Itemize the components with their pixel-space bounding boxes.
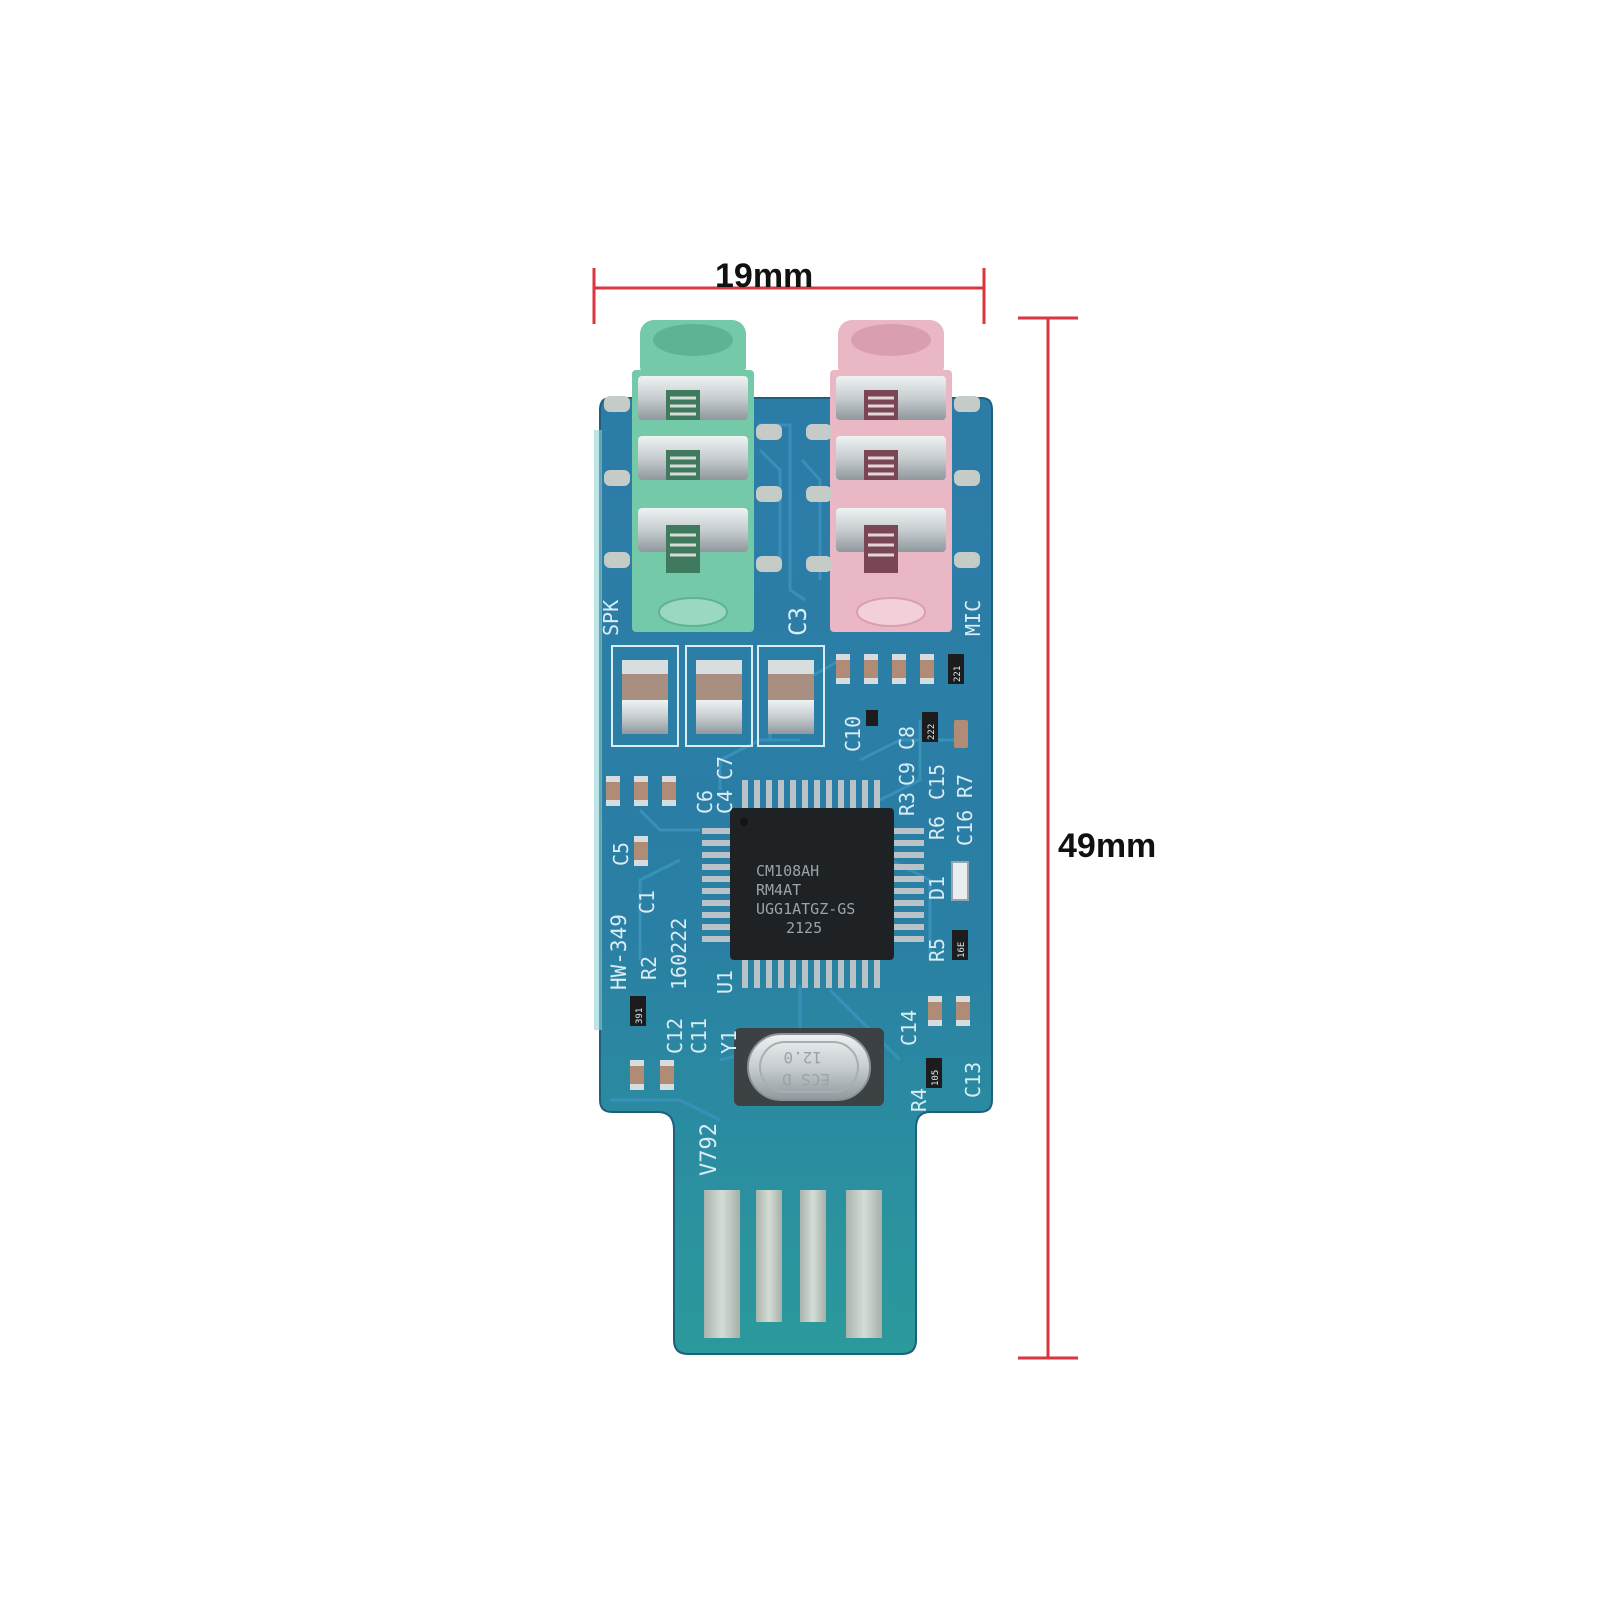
silkscreen-labels: C10 C8 C9 C15 R7 C7 C4 C6 R3 R6 C16 C5 C… bbox=[607, 716, 985, 1176]
width-dimension-label: 19mm bbox=[715, 257, 814, 295]
label-c9: C9 bbox=[895, 762, 919, 786]
width-dimension-line bbox=[592, 268, 986, 324]
label-date: 160222 bbox=[667, 918, 691, 990]
label-c1: C1 bbox=[635, 890, 659, 914]
label-r3: R3 bbox=[895, 792, 919, 816]
resistor-codes: 221 222 16E 391 105 bbox=[635, 666, 967, 1086]
label-c12: C12 bbox=[663, 1018, 687, 1054]
height-dimension-line bbox=[1018, 316, 1078, 1360]
resistor-code-221: 221 bbox=[953, 666, 963, 682]
chip-line-3: UGG1ATGZ-GS bbox=[756, 900, 855, 918]
speaker-jack bbox=[604, 320, 782, 632]
mic-jack bbox=[806, 320, 980, 632]
label-d1: D1 bbox=[925, 876, 949, 900]
label-v792: V792 bbox=[697, 1123, 722, 1176]
chip-line-2: RM4AT bbox=[756, 881, 801, 899]
resistor-code-391: 391 bbox=[635, 1008, 645, 1024]
label-c13: C13 bbox=[961, 1062, 985, 1098]
label-c16: C16 bbox=[953, 810, 977, 846]
crystal-oscillator: 12.0 ECS D bbox=[734, 1028, 884, 1106]
label-c3: C3 bbox=[784, 607, 812, 636]
usb-connector-pads bbox=[704, 1190, 882, 1338]
label-spk: SPK bbox=[599, 600, 623, 636]
small-components bbox=[606, 654, 970, 1090]
label-c15: C15 bbox=[925, 764, 949, 800]
large-capacitors bbox=[611, 645, 825, 747]
chip-line-1: CM108AH bbox=[756, 862, 819, 880]
label-r7: R7 bbox=[953, 774, 977, 798]
label-y1: Y1 bbox=[717, 1030, 741, 1054]
resistor-code-16e: 16E bbox=[957, 942, 967, 958]
height-dimension-label: 49mm bbox=[1058, 827, 1157, 865]
label-c10: C10 bbox=[841, 716, 865, 752]
label-c7: C7 bbox=[713, 756, 737, 780]
resistor-code-105: 105 bbox=[931, 1070, 941, 1086]
label-c4: C4 bbox=[713, 790, 737, 814]
label-mic: MIC bbox=[961, 600, 985, 636]
label-r5: R5 bbox=[925, 938, 949, 962]
cm108ah-chip: CM108AH RM4AT UGG1ATGZ-GS 2125 bbox=[702, 780, 924, 988]
resistor-code-222: 222 bbox=[927, 724, 937, 740]
chip-line-4: 2125 bbox=[786, 919, 822, 937]
label-c5: C5 bbox=[609, 842, 633, 866]
label-u1: U1 bbox=[713, 970, 737, 994]
label-c6: C6 bbox=[693, 790, 717, 814]
label-hw: HW-349 bbox=[607, 914, 631, 990]
crystal-line-2: ECS D bbox=[782, 1070, 830, 1089]
label-c11: C11 bbox=[687, 1018, 711, 1054]
label-r4: R4 bbox=[907, 1088, 931, 1112]
label-r6: R6 bbox=[925, 816, 949, 840]
crystal-line-1: 12.0 bbox=[783, 1048, 822, 1067]
label-c14: C14 bbox=[897, 1010, 921, 1046]
label-c8: C8 bbox=[895, 726, 919, 750]
label-r2: R2 bbox=[637, 956, 661, 980]
